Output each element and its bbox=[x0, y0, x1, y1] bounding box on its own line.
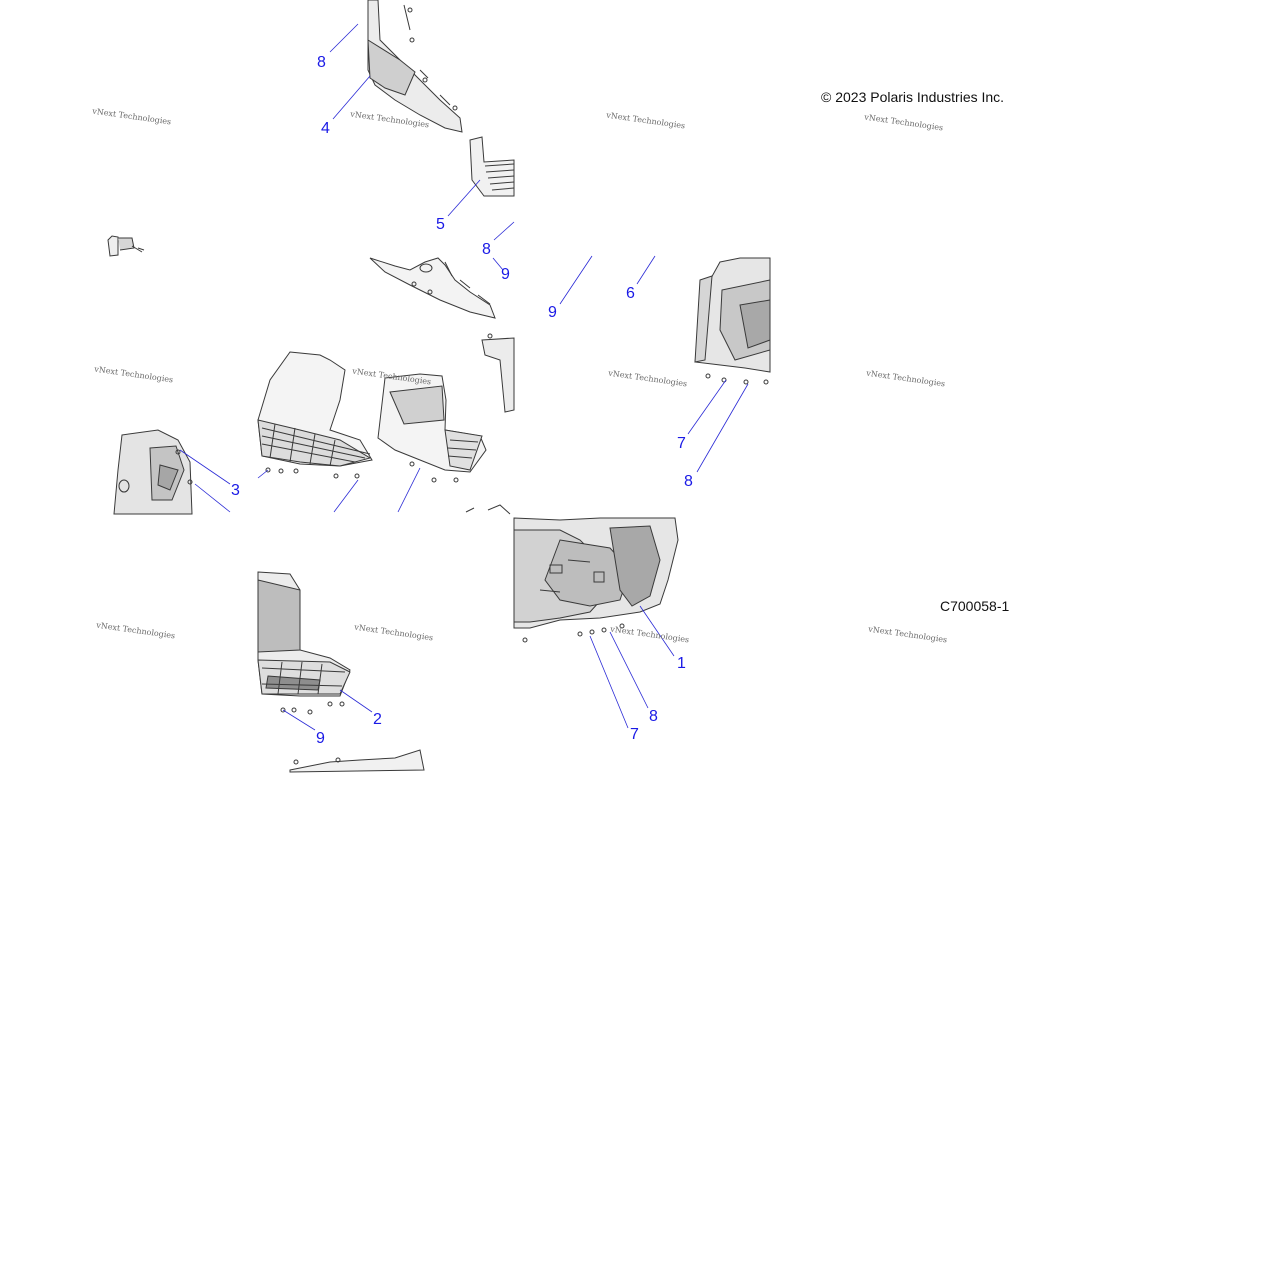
callout-7: 7 bbox=[677, 435, 686, 452]
callout-8: 8 bbox=[482, 241, 491, 258]
firewall-edge bbox=[465, 337, 515, 515]
callout-9: 9 bbox=[316, 730, 325, 747]
part-3-floor-liner bbox=[113, 429, 193, 515]
floor-panel-left bbox=[257, 351, 373, 479]
figure-id: C700058-1 bbox=[940, 598, 1010, 614]
part-2-floor-liner bbox=[257, 571, 351, 715]
callout-1: 1 bbox=[677, 655, 686, 672]
part-6-side-panel bbox=[694, 257, 771, 385]
callout-4: 4 bbox=[321, 120, 330, 137]
part-1-firewall-panel bbox=[513, 517, 679, 643]
callout-8: 8 bbox=[317, 54, 326, 71]
floor-panel-right bbox=[377, 373, 487, 483]
callout-6: 6 bbox=[626, 285, 635, 302]
callout-8: 8 bbox=[684, 473, 693, 490]
callout-3: 3 bbox=[231, 482, 240, 499]
part-5-step bbox=[469, 136, 515, 197]
copyright-text: © 2023 Polaris Industries Inc. bbox=[821, 89, 1005, 105]
part-4-side-panel bbox=[367, 0, 463, 133]
callout-5: 5 bbox=[436, 216, 445, 233]
rocker-sill bbox=[369, 257, 496, 339]
callout-8: 8 bbox=[649, 708, 658, 725]
bottom-sill-fragment bbox=[289, 749, 425, 773]
small-bracket bbox=[107, 235, 145, 257]
callout-9: 9 bbox=[548, 304, 557, 321]
callout-2: 2 bbox=[373, 711, 382, 728]
leader-lines bbox=[179, 23, 749, 731]
callout-9: 9 bbox=[501, 266, 510, 283]
callout-7: 7 bbox=[630, 726, 639, 743]
